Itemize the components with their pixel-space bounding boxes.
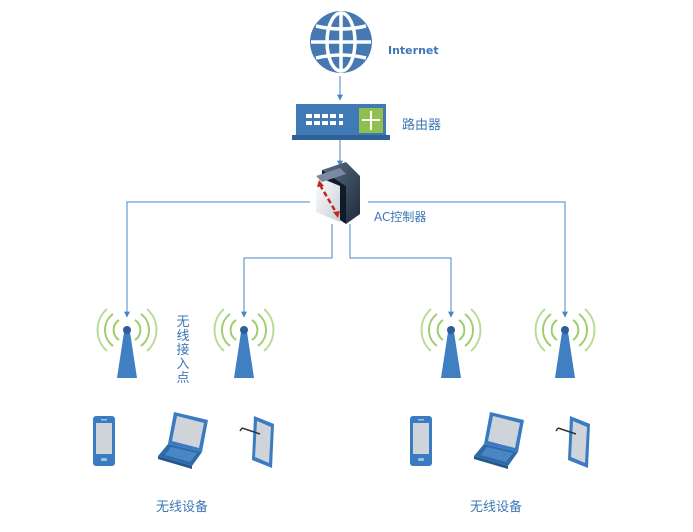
ac-to-ap3-link [349, 224, 454, 318]
phone-icon [410, 416, 432, 466]
ac-to-ap4-link [368, 201, 568, 318]
internet-label: Internet [388, 44, 439, 57]
wireless-devices-right-label: 无线设备 [470, 500, 523, 515]
router-label: 路由器 [402, 118, 442, 133]
ac-to-ap1-link [124, 201, 310, 318]
access-point-3-icon [420, 308, 482, 379]
access-point-1-icon [96, 308, 158, 379]
ac-controller-label: AC控制器 [374, 210, 427, 224]
access-point-label: 无线接入点 [176, 315, 190, 386]
wireless-devices-left-label: 无线设备 [156, 500, 209, 515]
laptop-icon [158, 412, 208, 469]
phone-icon [93, 416, 115, 466]
tablet-icon [239, 415, 275, 469]
tablet-icon [555, 415, 591, 469]
internet-globe-icon [310, 11, 372, 73]
connections [124, 76, 568, 318]
ac-controller-icon [316, 162, 360, 224]
access-point-4-icon [534, 308, 596, 379]
access-point-2-icon [213, 308, 275, 379]
laptop-icon [474, 412, 524, 469]
ac-to-ap2-link [241, 224, 333, 318]
router-icon [292, 104, 390, 140]
